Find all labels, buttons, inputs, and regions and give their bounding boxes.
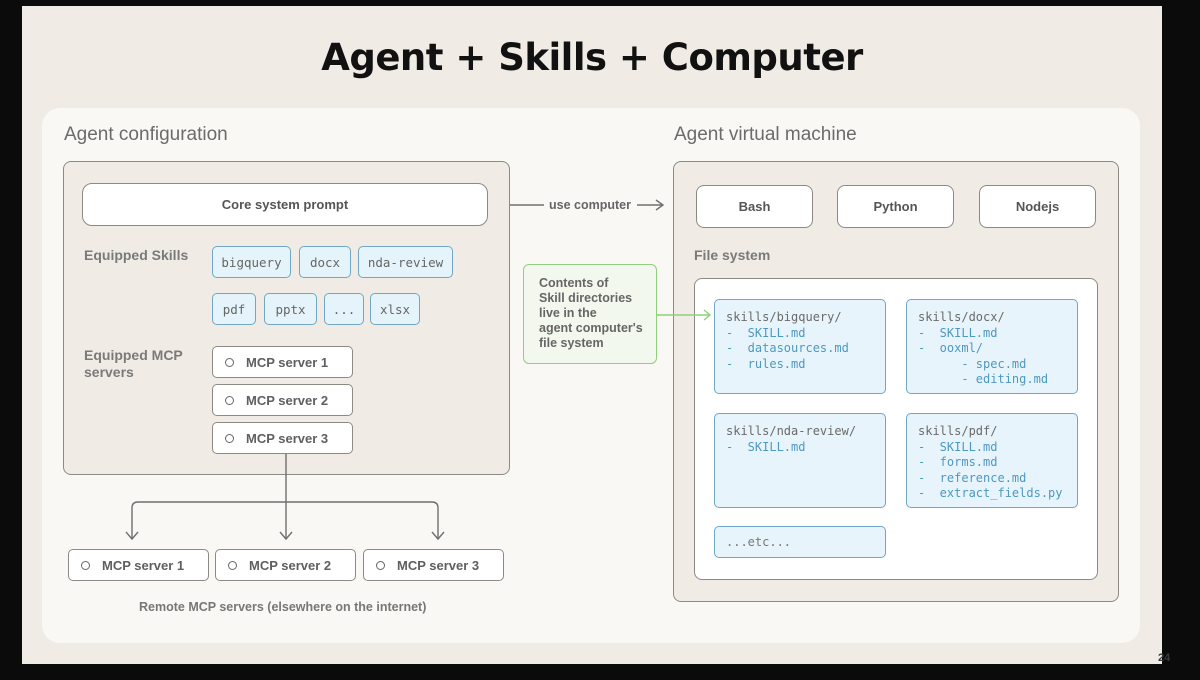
skill-directories-note: Contents of Skill directories live in th…	[523, 264, 657, 364]
directory-etc: ...etc...	[714, 526, 886, 558]
skill-chip-nda-review: nda-review	[358, 246, 453, 278]
skill-chip-pdf: pdf	[212, 293, 256, 325]
note-line: Contents of	[539, 276, 609, 290]
arrowhead-remote-2	[279, 531, 293, 541]
skill-chip-label: ...	[332, 301, 356, 317]
file-entry: - datasources.md	[726, 341, 849, 355]
runtime-bash: Bash	[696, 185, 813, 228]
remote-mcp-caption: Remote MCP servers (elsewhere on the int…	[139, 600, 427, 614]
mcp-server-label: MCP server 3	[397, 557, 480, 573]
page-number: 24	[1158, 652, 1171, 664]
server-circle-icon	[228, 560, 237, 570]
note-line: live in the	[539, 306, 597, 320]
skill-chip-label: docx	[309, 254, 341, 270]
equipped-skills-label: Equipped Skills	[84, 247, 189, 263]
remote-mcp-server-3: MCP server 3	[363, 549, 504, 581]
server-circle-icon	[225, 433, 234, 443]
file-entry: - SKILL.md	[726, 439, 806, 454]
equipped-mcp-server-3: MCP server 3	[212, 422, 353, 454]
directory-etc-label: ...etc...	[726, 535, 792, 549]
directory-path: skills/docx/	[918, 310, 1005, 324]
file-entry: - rules.md	[726, 356, 806, 371]
file-entry: - ooxml/	[918, 341, 984, 355]
mcp-server-label: MCP server 1	[246, 354, 329, 370]
file-entry: - SKILL.md	[918, 325, 998, 340]
mcp-server-label: MCP server 1	[102, 557, 185, 573]
server-circle-icon	[225, 357, 234, 367]
note-line: agent computer's	[539, 321, 643, 335]
file-entry: - SKILL.md	[918, 439, 998, 454]
use-computer-arrowhead	[655, 199, 665, 211]
arrowhead-remote-1	[125, 531, 139, 541]
runtime-label: Python	[873, 199, 918, 214]
directory-bigquery: skills/bigquery/ - SKILL.md - datasource…	[714, 299, 886, 394]
core-system-prompt-box: Core system prompt	[82, 183, 488, 226]
directory-docx: skills/docx/ - SKILL.md - ooxml/ - spec.…	[906, 299, 1078, 394]
equipped-mcp-server-1: MCP server 1	[212, 346, 353, 378]
skill-chip-bigquery: bigquery	[212, 246, 291, 278]
directory-nda-review: skills/nda-review/ - SKILL.md	[714, 413, 886, 508]
server-circle-icon	[225, 395, 234, 405]
note-line: Skill directories	[539, 291, 633, 305]
file-entry: - forms.md	[918, 455, 998, 469]
remote-mcp-server-1: MCP server 1	[68, 549, 209, 581]
mcp-server-label: MCP server 3	[246, 430, 329, 446]
remote-mcp-server-2: MCP server 2	[215, 549, 356, 581]
skill-chip-label: xlsx	[379, 301, 411, 317]
note-line: file system	[539, 336, 604, 350]
file-entry: - editing.md	[918, 372, 1049, 386]
equipped-mcp-server-2: MCP server 2	[212, 384, 353, 416]
directory-path: skills/nda-review/	[726, 424, 857, 438]
skill-chip-label: bigquery	[221, 254, 282, 270]
skill-chip-docx: docx	[299, 246, 351, 278]
skill-chip-pptx: pptx	[264, 293, 317, 325]
skill-chip-label: pdf	[222, 301, 246, 317]
runtime-python: Python	[837, 185, 954, 228]
runtime-label: Nodejs	[1015, 199, 1060, 214]
slide-title: Agent + Skills + Computer	[321, 36, 863, 79]
connector-lines	[125, 199, 712, 541]
core-system-prompt-label: Core system prompt	[221, 197, 349, 212]
skills-link-arrowhead	[703, 309, 712, 321]
runtime-label: Bash	[738, 199, 771, 214]
server-circle-icon	[376, 560, 385, 570]
use-computer-label: use computer	[549, 198, 631, 212]
directory-path: skills/pdf/	[918, 424, 998, 438]
agent-vm-label: Agent virtual machine	[674, 124, 857, 145]
mcp-server-label: MCP server 2	[246, 392, 329, 408]
skill-chip-label: nda-review	[367, 254, 444, 270]
equipped-mcp-label-line1: Equipped MCP	[84, 347, 183, 363]
file-entry: - extract_fields.py	[918, 486, 1063, 500]
file-entry: - spec.md	[918, 356, 1027, 371]
directory-path: skills/bigquery/	[726, 310, 842, 324]
slide: Agent + Skills + Computer Agent configur…	[22, 6, 1162, 664]
mcp-fanout-line	[131, 501, 439, 538]
skill-chip-xlsx: xlsx	[370, 293, 420, 325]
mcp-server-label: MCP server 2	[249, 557, 332, 573]
server-circle-icon	[81, 560, 90, 570]
file-system-label: File system	[694, 247, 771, 263]
equipped-mcp-label-line2: servers	[84, 364, 134, 380]
runtime-nodejs: Nodejs	[979, 185, 1096, 228]
skill-chip-label: pptx	[275, 301, 306, 317]
file-entry: - SKILL.md	[726, 325, 806, 340]
arrowhead-remote-3	[431, 531, 445, 541]
agent-configuration-label: Agent configuration	[64, 124, 228, 145]
skill-chip-more: ...	[324, 293, 364, 325]
directory-pdf: skills/pdf/ - SKILL.md - forms.md - refe…	[906, 413, 1078, 508]
file-entry: - reference.md	[918, 470, 1027, 485]
equipped-mcp-label: Equipped MCP servers	[84, 347, 183, 381]
